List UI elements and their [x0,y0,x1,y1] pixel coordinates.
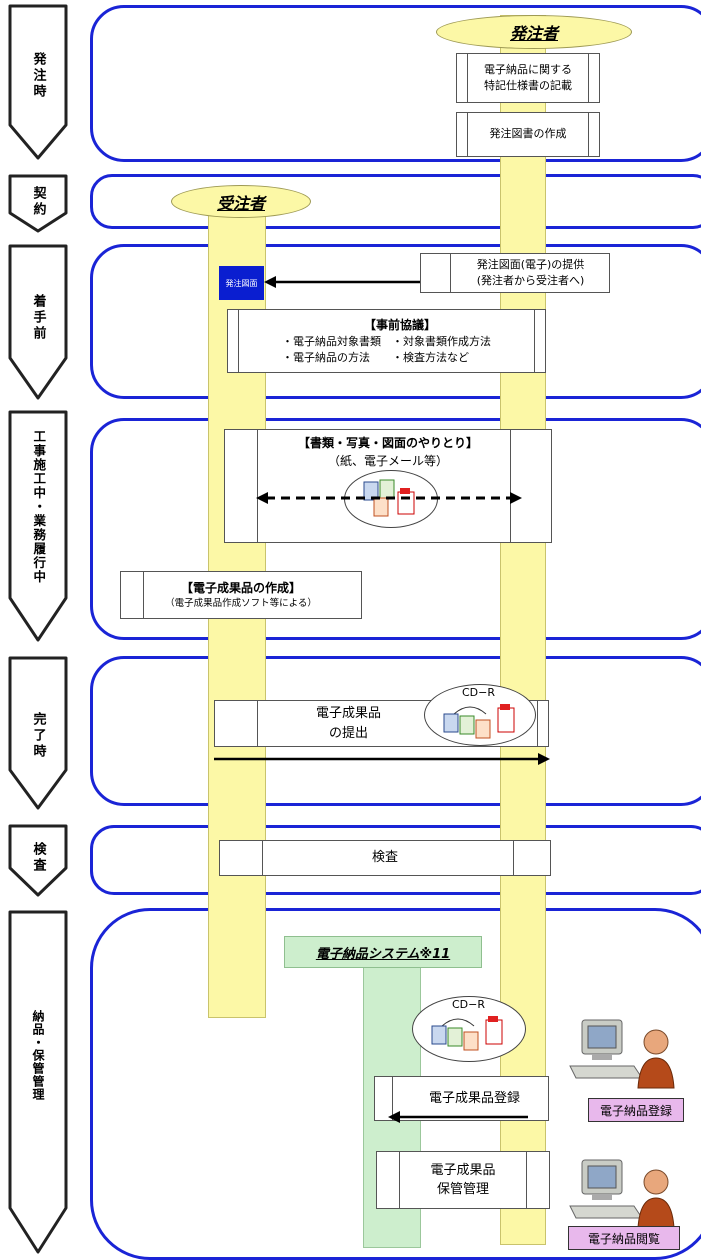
create-title: 【電子成果品の作成】 [180,580,301,595]
phase-arrow-delivery [8,910,68,1254]
exchange-sub: （紙、電子メール等） [327,454,448,468]
phase-arrow-before-start [8,244,68,400]
phase-label-inspection: 検査 [30,842,46,874]
phase-label-before-start: 着手前 [30,294,46,342]
orderer-lane [500,15,546,1245]
phase-arrow-completion [8,656,68,810]
pre-line-1: ・電子納品対象書類 ・対象書類作成方法 [282,334,491,348]
box-create-deliverables: 【電子成果品の作成】 （電子成果品作成ソフト等による） [120,571,362,619]
box-pre-consultation: 【事前協議】 ・電子納品対象書類 ・対象書類作成方法 ・電子納品の方法 ・検査方… [227,309,546,373]
spec-line-1: 電子納品に関する [484,62,572,76]
exchange-arrow [256,492,522,504]
box-drawing-creation: 発注図書の作成 [456,112,600,157]
drawing-provide-arrow [264,276,420,288]
phase-label-during: 工事施工中・業務履行中 [31,430,47,584]
exchange-title: 【書類・写真・図面のやりとり】 [297,436,478,450]
system-header: 電子納品システム※11 [284,936,482,968]
submit-cd-label: CD−R [462,686,496,699]
register-computer-icon [569,1019,675,1089]
pre-title: 【事前協議】 [364,317,437,332]
create-sub: （電子成果品作成ソフト等による） [165,597,317,609]
storage-line-1: 電子成果品 [430,1162,496,1178]
phase-label-contract: 契約 [30,186,46,218]
drawing-badge: 発注図面 [219,266,264,300]
drawing-badge-label: 発注図面 [225,278,258,288]
phase-label-delivery: 納品・保管管理 [31,1010,45,1101]
system-header-label: 電子納品システム※11 [315,946,451,962]
phase-arrow-during [8,410,68,642]
inspection-label: 検査 [371,850,398,866]
phase-label-ordering: 発注時 [30,52,46,100]
register-label: 電子成果品登録 [428,1090,520,1106]
box-inspection: 検査 [219,840,551,876]
contractor-header: 受注者 [171,185,311,218]
orderer-header: 発注者 [436,15,632,49]
drawing-creation-label: 発注図書の作成 [489,127,567,141]
register-cd-ellipse [412,996,526,1062]
tag-register: 電子納品登録 [588,1098,684,1122]
register-cd-icon [431,1016,503,1051]
phase-arrow-contract [8,174,68,233]
pre-line-2: ・電子納品の方法 ・検査方法など [282,351,469,364]
submit-line-1: 電子成果品 [315,706,381,721]
box-register: 電子成果品登録 [374,1076,549,1121]
drawing-provide-line-2: (発注者から受注者へ) [476,274,585,287]
storage-line-2: 保管管理 [436,1182,489,1197]
tag-view: 電子納品閲覧 [568,1226,680,1250]
submit-arrow [214,753,550,765]
view-computer-icon [569,1159,675,1229]
box-storage: 電子成果品 保管管理 [376,1151,550,1209]
box-spec-writing: 電子納品に関する特記仕様書の記載 [456,53,600,103]
submit-cd-icon [443,704,515,739]
spec-line-2: 特記仕様書の記載 [484,79,572,92]
register-arrow [388,1111,528,1123]
box-drawing-provide: 発注図面(電子)の提供 (発注者から受注者へ) [420,253,610,293]
register-cd-label: CD−R [452,998,486,1011]
phase-arrow-inspection [8,824,68,897]
phase-label-completion: 完了時 [30,712,46,760]
drawing-provide-line-1: 発注図面(電子)の提供 [476,257,585,271]
submit-line-2: の提出 [328,725,368,741]
phase-arrows [8,4,68,1254]
phase-arrow-ordering [8,4,68,160]
